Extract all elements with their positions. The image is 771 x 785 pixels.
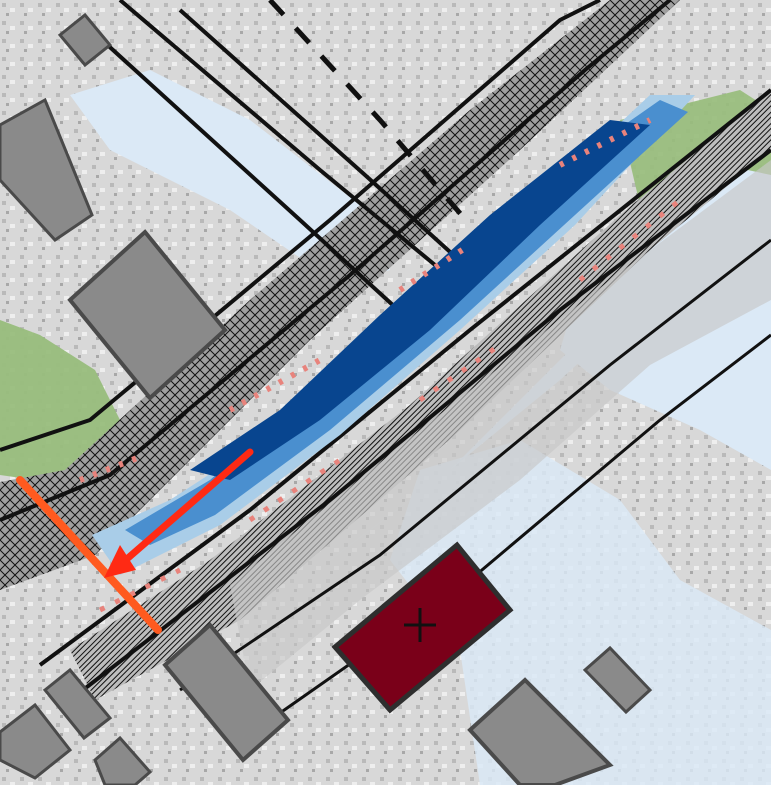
road-corridor	[0, 0, 771, 722]
road-band-south-hatched	[70, 90, 771, 700]
road-linework-8	[118, 0, 437, 267]
road-linework-4	[68, 148, 771, 702]
building-south-right	[467, 677, 614, 785]
section-line	[16, 476, 162, 634]
arrow-icon	[116, 448, 254, 569]
building-bottom-left-1	[0, 702, 73, 780]
buildings-layer	[0, 12, 653, 785]
open-water-south	[390, 440, 771, 785]
building-east-small	[582, 645, 653, 715]
highlighted-building	[331, 541, 514, 714]
building-south-left	[162, 622, 291, 763]
flow-deep	[190, 120, 650, 480]
hazard-points-south	[98, 198, 682, 613]
road-linework-3	[38, 88, 771, 667]
cross-icon	[404, 608, 436, 642]
road-linework-10	[178, 8, 472, 272]
building-top-left	[57, 12, 113, 68]
road-linework-9	[78, 18, 422, 332]
road-linework-5	[179, 238, 771, 692]
building-bottom-left-2	[42, 667, 113, 741]
road-band-north-hatched	[0, 0, 680, 590]
annotations-layer	[16, 448, 254, 634]
arrow-head	[104, 545, 136, 578]
road-linework-1	[0, 0, 601, 452]
building-west-edge	[0, 97, 94, 242]
building-north-west	[67, 229, 228, 401]
road-linework-2	[0, 0, 672, 522]
building-bottom-left-3	[93, 735, 153, 785]
road-linework-7	[268, 0, 472, 227]
road-band-south-lines	[230, 160, 771, 690]
